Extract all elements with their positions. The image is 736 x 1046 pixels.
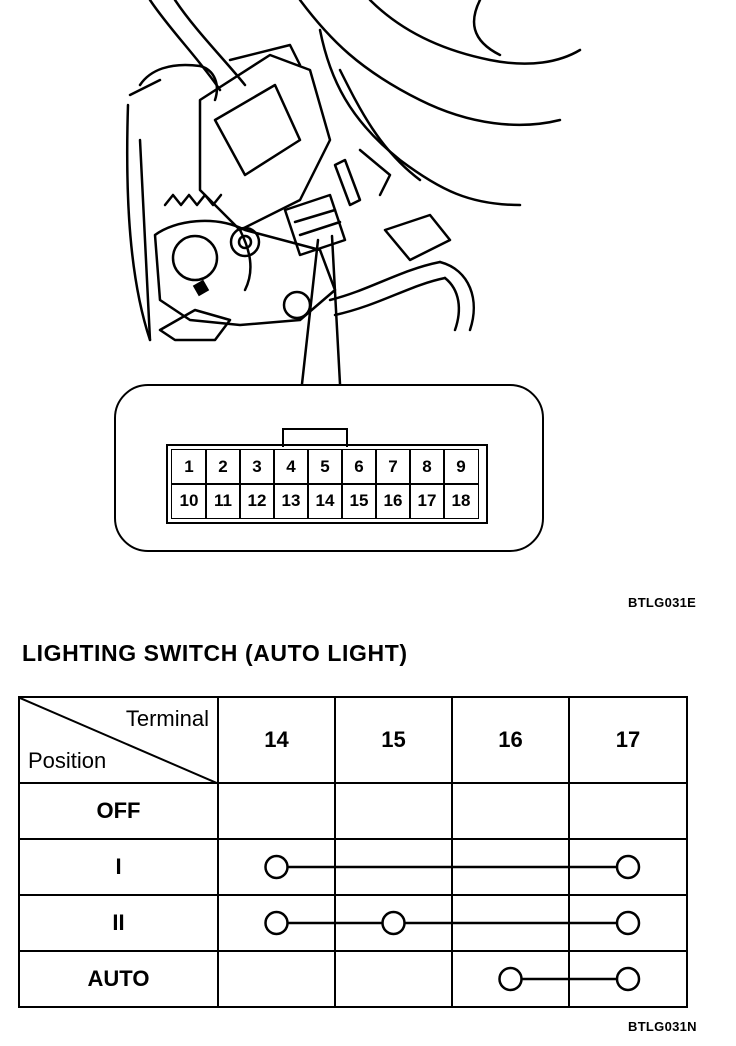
connector-pin: 10 — [171, 483, 207, 519]
table-cell — [334, 950, 453, 1008]
continuity-table-wrap: Terminal Position 14 15 16 17 OFF I II A… — [18, 696, 688, 1008]
table-cell — [217, 894, 336, 952]
table-cell — [568, 782, 688, 840]
connector-pinout-panel: 1 2 3 4 5 6 7 8 9 10 11 12 13 14 15 16 1… — [114, 384, 544, 552]
terminal-header: 17 — [568, 696, 688, 784]
table-cell — [451, 838, 570, 896]
connector-pin: 14 — [307, 483, 343, 519]
header-position-label: Position — [28, 748, 107, 773]
table-cell — [334, 782, 453, 840]
connector-pin: 16 — [375, 483, 411, 519]
table-cell — [217, 782, 336, 840]
section-title: LIGHTING SWITCH (AUTO LIGHT) — [22, 640, 408, 666]
figure-code-top: BTLG031E — [628, 595, 697, 610]
connector-body: 1 2 3 4 5 6 7 8 9 10 11 12 13 14 15 16 1… — [166, 444, 488, 524]
connector-pin: 13 — [273, 483, 309, 519]
position-label: I — [18, 838, 219, 896]
connector-pin: 1 — [171, 449, 207, 485]
connector-pin: 5 — [307, 449, 343, 485]
connector-pin: 8 — [409, 449, 445, 485]
connector-pin: 15 — [341, 483, 377, 519]
connector-pin: 3 — [239, 449, 275, 485]
connector-key-tab — [282, 428, 348, 447]
corner-diagonal — [20, 698, 219, 784]
table-cell — [451, 894, 570, 952]
steering-column-illustration — [125, 0, 582, 386]
position-label: OFF — [18, 782, 219, 840]
table-cell — [451, 950, 570, 1008]
position-label: II — [18, 894, 219, 952]
table-cell — [334, 838, 453, 896]
table-cell — [451, 782, 570, 840]
connector-pin: 4 — [273, 449, 309, 485]
connector-pin-grid: 1 2 3 4 5 6 7 8 9 10 11 12 13 14 15 16 1… — [171, 449, 479, 519]
connector-pin: 2 — [205, 449, 241, 485]
table-row: AUTO — [18, 950, 688, 1008]
terminal-header: 14 — [217, 696, 336, 784]
table-cell — [568, 838, 688, 896]
table-row: I — [18, 838, 688, 896]
connector-pin: 6 — [341, 449, 377, 485]
table-cell — [217, 950, 336, 1008]
continuity-table: Terminal Position 14 15 16 17 OFF I II A… — [18, 696, 688, 1008]
connector-pin: 11 — [205, 483, 241, 519]
connector-pin: 18 — [443, 483, 479, 519]
table-header-row: Terminal Position 14 15 16 17 — [18, 696, 688, 784]
table-cell — [217, 838, 336, 896]
connector-pin: 12 — [239, 483, 275, 519]
terminal-header: 16 — [451, 696, 570, 784]
table-cell — [568, 894, 688, 952]
table-corner-cell: Terminal Position — [18, 696, 219, 784]
table-row: OFF — [18, 782, 688, 840]
header-terminal-label: Terminal — [125, 706, 209, 731]
connector-pin: 7 — [375, 449, 411, 485]
table-cell — [334, 894, 453, 952]
figure-code-bottom: BTLG031N — [628, 1019, 697, 1034]
table-row: II — [18, 894, 688, 952]
connector-pin: 17 — [409, 483, 445, 519]
connector-pin: 9 — [443, 449, 479, 485]
table-cell — [568, 950, 688, 1008]
terminal-header: 15 — [334, 696, 453, 784]
position-label: AUTO — [18, 950, 219, 1008]
